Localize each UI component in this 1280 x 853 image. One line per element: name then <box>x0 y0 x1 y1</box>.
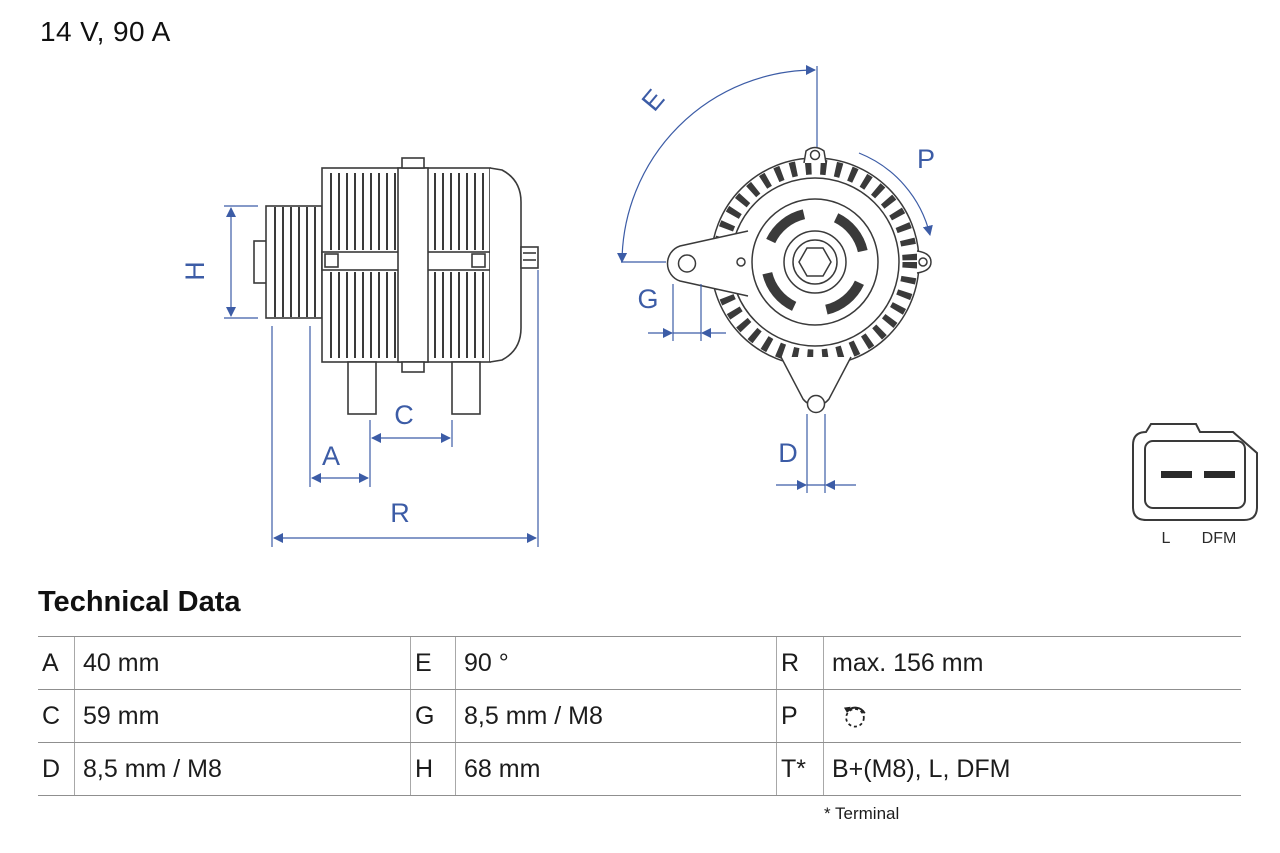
spec-key: E <box>410 637 455 689</box>
dimension-d: D <box>776 414 856 493</box>
alternator-front-view <box>666 146 932 414</box>
dimension-r: R <box>271 270 539 547</box>
dimension-p: P <box>858 144 935 236</box>
body-center-band <box>397 167 429 363</box>
spec-value: 68 mm <box>455 743 776 795</box>
terminal-stud <box>520 246 539 269</box>
table-row: A 40 mm E 90 ° R max. 156 mm <box>38 636 1241 689</box>
dim-label-p: P <box>917 144 935 174</box>
spec-key: T* <box>776 743 823 795</box>
rear-end-cap <box>489 167 522 363</box>
spec-value-rotation <box>823 690 1241 742</box>
rotation-direction-icon <box>843 706 866 728</box>
vent-slot-ring <box>712 159 918 365</box>
connector-pin-label-l: L <box>1162 530 1171 547</box>
mounting-foot-left <box>347 361 377 415</box>
dimension-g: G <box>637 284 726 341</box>
terminal-footnote: * Terminal <box>824 804 900 823</box>
spec-value: 40 mm <box>74 637 410 689</box>
bottom-lug-bolt-hole <box>806 394 826 414</box>
alternator-side-view <box>253 157 539 415</box>
spec-value: max. 156 mm <box>823 637 1241 689</box>
spec-key: R <box>776 637 823 689</box>
left-ear-bolt-hole <box>677 254 697 273</box>
dimension-e: E <box>616 64 818 264</box>
spec-key: G <box>410 690 455 742</box>
spec-key: C <box>42 701 61 730</box>
spec-key: D <box>42 754 61 783</box>
dimension-c: C <box>370 400 453 447</box>
connector-inner-outline <box>1144 440 1246 509</box>
spec-value: 8,5 mm / M8 <box>74 743 410 795</box>
spec-value: 90 ° <box>455 637 776 689</box>
spec-value: 59 mm <box>74 690 410 742</box>
connector-pin-l <box>1161 471 1192 478</box>
fan-slot-ring <box>761 208 869 316</box>
connector-pin-label-dfm: DFM <box>1202 530 1237 547</box>
table-row: D 8,5 mm / M8 H 68 mm T* B+(M8), L, DFM <box>38 742 1241 795</box>
technical-drawing: H A C R E <box>180 64 1258 547</box>
dim-label-e: E <box>636 84 671 117</box>
spec-value: B+(M8), L, DFM <box>823 743 1241 795</box>
dimension-h: H <box>180 205 258 319</box>
technical-data-heading: Technical Data <box>38 586 241 618</box>
spec-key: H <box>410 743 455 795</box>
connector-outline <box>1132 423 1258 521</box>
table-row: C 59 mm G 8,5 mm / M8 P <box>38 689 1241 742</box>
dim-label-a: A <box>322 441 340 471</box>
connector-diagram: L DFM <box>1132 423 1258 547</box>
connector-pin-dfm <box>1204 471 1235 478</box>
spec-key: A <box>42 648 59 677</box>
dim-label-g: G <box>637 284 658 314</box>
dim-label-h: H <box>180 261 210 281</box>
product-rating-title: 14 V, 90 A <box>40 16 171 47</box>
spec-key: P <box>776 690 823 742</box>
dim-label-d: D <box>778 438 798 468</box>
spec-value: 8,5 mm / M8 <box>455 690 776 742</box>
dim-label-r: R <box>390 498 410 528</box>
mounting-foot-right <box>451 361 481 415</box>
technical-data-table: A 40 mm E 90 ° R max. 156 mm C 59 mm G 8… <box>38 636 1241 796</box>
technical-data-section: Technical Data A 40 mm E 90 ° R max. 156… <box>38 586 1241 824</box>
dim-label-c: C <box>394 400 414 430</box>
dimension-a: A <box>309 326 371 487</box>
shaft-nut-hex <box>798 247 832 277</box>
